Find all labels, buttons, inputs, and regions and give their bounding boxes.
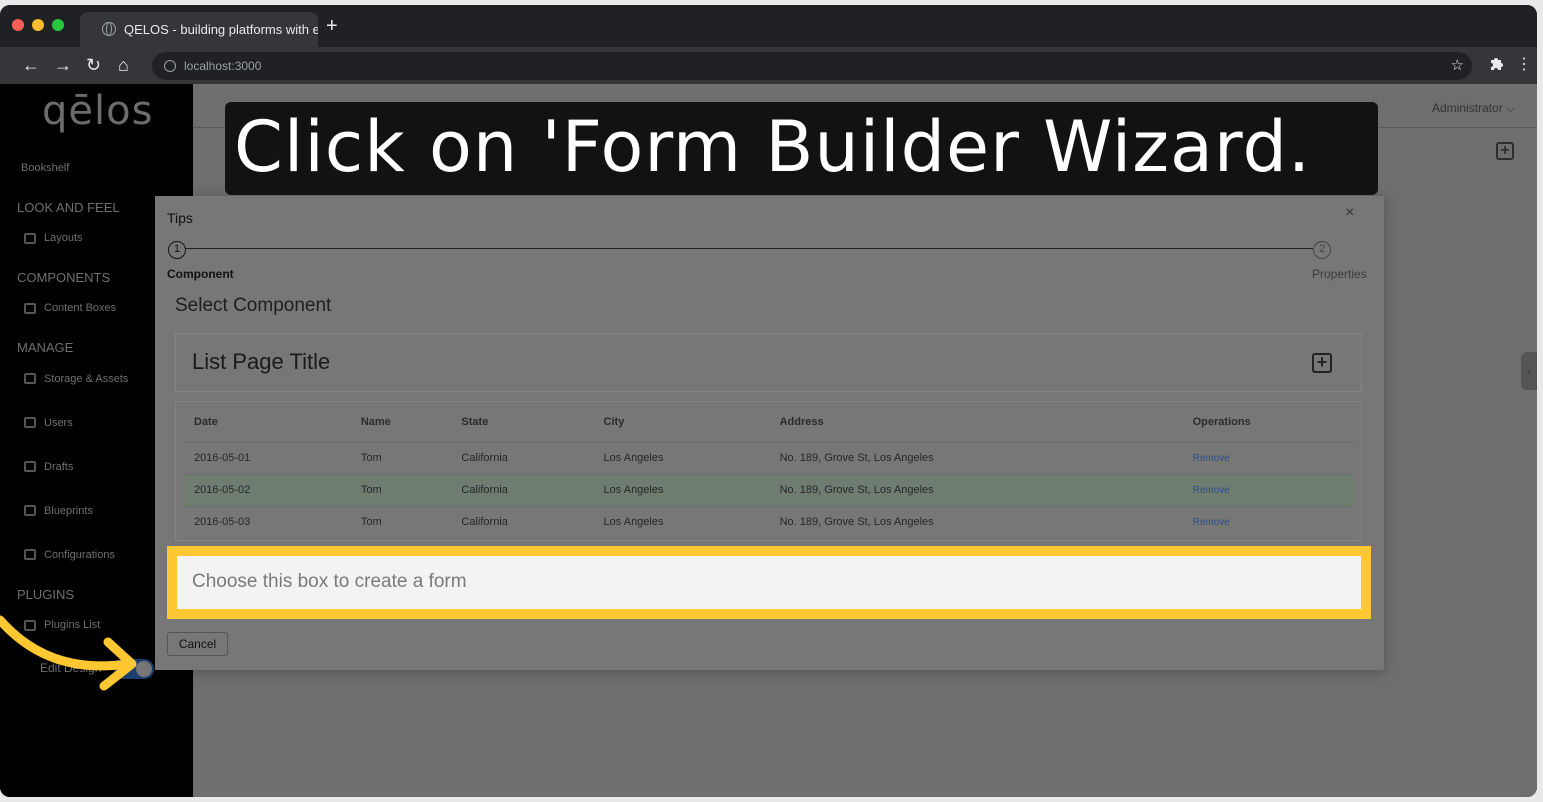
sidebar-section-components: COMPONENTS bbox=[17, 270, 111, 285]
address-bar[interactable]: localhost:3000 ☆ bbox=[152, 52, 1472, 80]
forward-button[interactable]: → bbox=[54, 55, 72, 75]
table-header-row: Date Name State City Address Operations bbox=[184, 402, 1354, 443]
sidebar-item-drafts[interactable]: Drafts bbox=[44, 461, 74, 473]
table-cell: Tom bbox=[350, 474, 452, 507]
minimize-window-button[interactable] bbox=[32, 19, 44, 31]
qelos-logo: qēlos bbox=[42, 88, 154, 134]
cancel-button[interactable]: Cancel bbox=[167, 632, 228, 656]
sidebar-section-plugins: PLUGINS bbox=[17, 587, 75, 602]
column-header: Address bbox=[769, 402, 1183, 443]
sidebar-section-manage: MANAGE bbox=[17, 340, 74, 355]
table-cell: Los Angeles bbox=[593, 442, 770, 475]
table-cell: California bbox=[451, 506, 594, 539]
globe-icon bbox=[102, 22, 116, 36]
table-row: 2016-05-01 Tom California Los Angeles No… bbox=[184, 442, 1354, 475]
reload-button[interactable]: ↻ bbox=[86, 55, 102, 75]
form-box-text: Choose this box to create a form bbox=[192, 571, 467, 592]
bookmark-star-icon[interactable]: ☆ bbox=[1450, 57, 1464, 74]
sidebar-item-content-boxes[interactable]: Content Boxes bbox=[44, 302, 117, 314]
table-cell: No. 189, Grove St, Los Angeles bbox=[769, 506, 1183, 539]
back-button[interactable]: ← bbox=[22, 55, 40, 75]
panel-collapse-handle[interactable]: ‹ bbox=[1521, 352, 1537, 390]
browser-window: QELOS - building platforms with e + ← → … bbox=[0, 5, 1537, 797]
add-component-icon[interactable]: + bbox=[1496, 142, 1514, 160]
list-title-component-option[interactable]: List Page Title + bbox=[175, 333, 1362, 392]
storage-icon bbox=[24, 373, 36, 384]
step-2-label: Properties bbox=[1312, 267, 1367, 281]
form-component-highlight: Choose this box to create a form bbox=[167, 546, 1371, 619]
close-window-button[interactable] bbox=[12, 19, 24, 31]
table-component-option[interactable]: Date Name State City Address Operations … bbox=[175, 401, 1362, 541]
table-cell: Los Angeles bbox=[593, 474, 770, 507]
table-cell: 2016-05-01 bbox=[184, 442, 351, 475]
browser-tab[interactable]: QELOS - building platforms with e bbox=[80, 12, 318, 47]
table-cell: No. 189, Grove St, Los Angeles bbox=[769, 474, 1183, 507]
database-icon bbox=[24, 505, 36, 516]
document-icon bbox=[24, 461, 36, 472]
table-row: 2016-05-02 Tom California Los Angeles No… bbox=[184, 474, 1354, 507]
sidebar-item-layouts[interactable]: Layouts bbox=[44, 232, 83, 244]
sample-table: Date Name State City Address Operations … bbox=[184, 402, 1354, 539]
step-1-label: Component bbox=[167, 267, 234, 281]
sidebar-section-look-and-feel: LOOK AND FEEL bbox=[17, 200, 120, 215]
url-text: localhost:3000 bbox=[184, 59, 262, 73]
page-viewport: qēlos Bookshelf LOOK AND FEEL Layouts CO… bbox=[0, 84, 1537, 797]
step-2-indicator: 2 bbox=[1313, 241, 1331, 259]
table-cell: California bbox=[451, 474, 594, 507]
sidebar-item-plugins-list[interactable]: Plugins List bbox=[44, 619, 101, 631]
close-icon[interactable]: × bbox=[1345, 204, 1355, 221]
column-header: Name bbox=[350, 402, 452, 443]
maximize-window-button[interactable] bbox=[52, 19, 64, 31]
sidebar-item-configurations[interactable]: Configurations bbox=[44, 549, 115, 561]
new-tab-button[interactable]: + bbox=[326, 15, 338, 37]
table-cell: Tom bbox=[350, 442, 452, 475]
stepper-line bbox=[185, 248, 1313, 249]
step-1-indicator: 1 bbox=[168, 241, 186, 259]
list-page-title: List Page Title bbox=[192, 349, 331, 374]
remove-link[interactable]: Remove bbox=[1182, 442, 1354, 475]
extensions-puzzle-icon[interactable] bbox=[1488, 56, 1504, 72]
table-row: 2016-05-03 Tom California Los Angeles No… bbox=[184, 506, 1354, 539]
site-info-icon[interactable] bbox=[164, 60, 176, 72]
users-icon bbox=[24, 417, 36, 428]
column-header: Operations bbox=[1182, 402, 1354, 443]
tips-dialog: Tips × 1 2 Component Properties Select C… bbox=[155, 196, 1384, 670]
grid-icon bbox=[24, 233, 36, 244]
plug-icon bbox=[24, 620, 36, 631]
table-cell: Los Angeles bbox=[593, 506, 770, 539]
remove-link[interactable]: Remove bbox=[1182, 474, 1354, 507]
table-cell: California bbox=[451, 442, 594, 475]
table-cell: 2016-05-02 bbox=[184, 474, 351, 507]
table-cell: No. 189, Grove St, Los Angeles bbox=[769, 442, 1183, 475]
gear-icon bbox=[24, 549, 36, 560]
select-component-heading: Select Component bbox=[175, 295, 332, 316]
user-menu[interactable]: Administrator ⌵ bbox=[1432, 101, 1516, 115]
instruction-text: Click on 'Form Builder Wizard. bbox=[234, 106, 1312, 188]
browser-toolbar: ← → ↻ ⌂ localhost:3000 ☆ ⋮ bbox=[0, 47, 1537, 84]
column-header: City bbox=[593, 402, 770, 443]
sidebar-item-blueprints[interactable]: Blueprints bbox=[44, 505, 93, 517]
home-button[interactable]: ⌂ bbox=[118, 55, 129, 75]
form-component-option[interactable]: Choose this box to create a form bbox=[177, 556, 1361, 609]
box-icon bbox=[24, 303, 36, 314]
add-square-icon[interactable]: + bbox=[1312, 353, 1332, 373]
tab-title: QELOS - building platforms with e bbox=[124, 22, 318, 37]
sidebar-item-storage-assets[interactable]: Storage & Assets bbox=[44, 373, 129, 385]
sidebar-item-users[interactable]: Users bbox=[44, 417, 73, 429]
sidebar-item-bookshelf[interactable]: Bookshelf bbox=[21, 162, 70, 174]
browser-menu-icon[interactable]: ⋮ bbox=[1516, 56, 1532, 73]
table-cell: 2016-05-03 bbox=[184, 506, 351, 539]
dialog-title: Tips bbox=[167, 210, 193, 226]
column-header: Date bbox=[184, 402, 351, 443]
instruction-banner: Click on 'Form Builder Wizard. bbox=[225, 102, 1378, 195]
remove-link[interactable]: Remove bbox=[1182, 506, 1354, 539]
table-cell: Tom bbox=[350, 506, 452, 539]
pointer-arrow-icon bbox=[0, 615, 137, 691]
column-header: State bbox=[451, 402, 594, 443]
tab-strip: QELOS - building platforms with e + bbox=[0, 5, 1537, 47]
